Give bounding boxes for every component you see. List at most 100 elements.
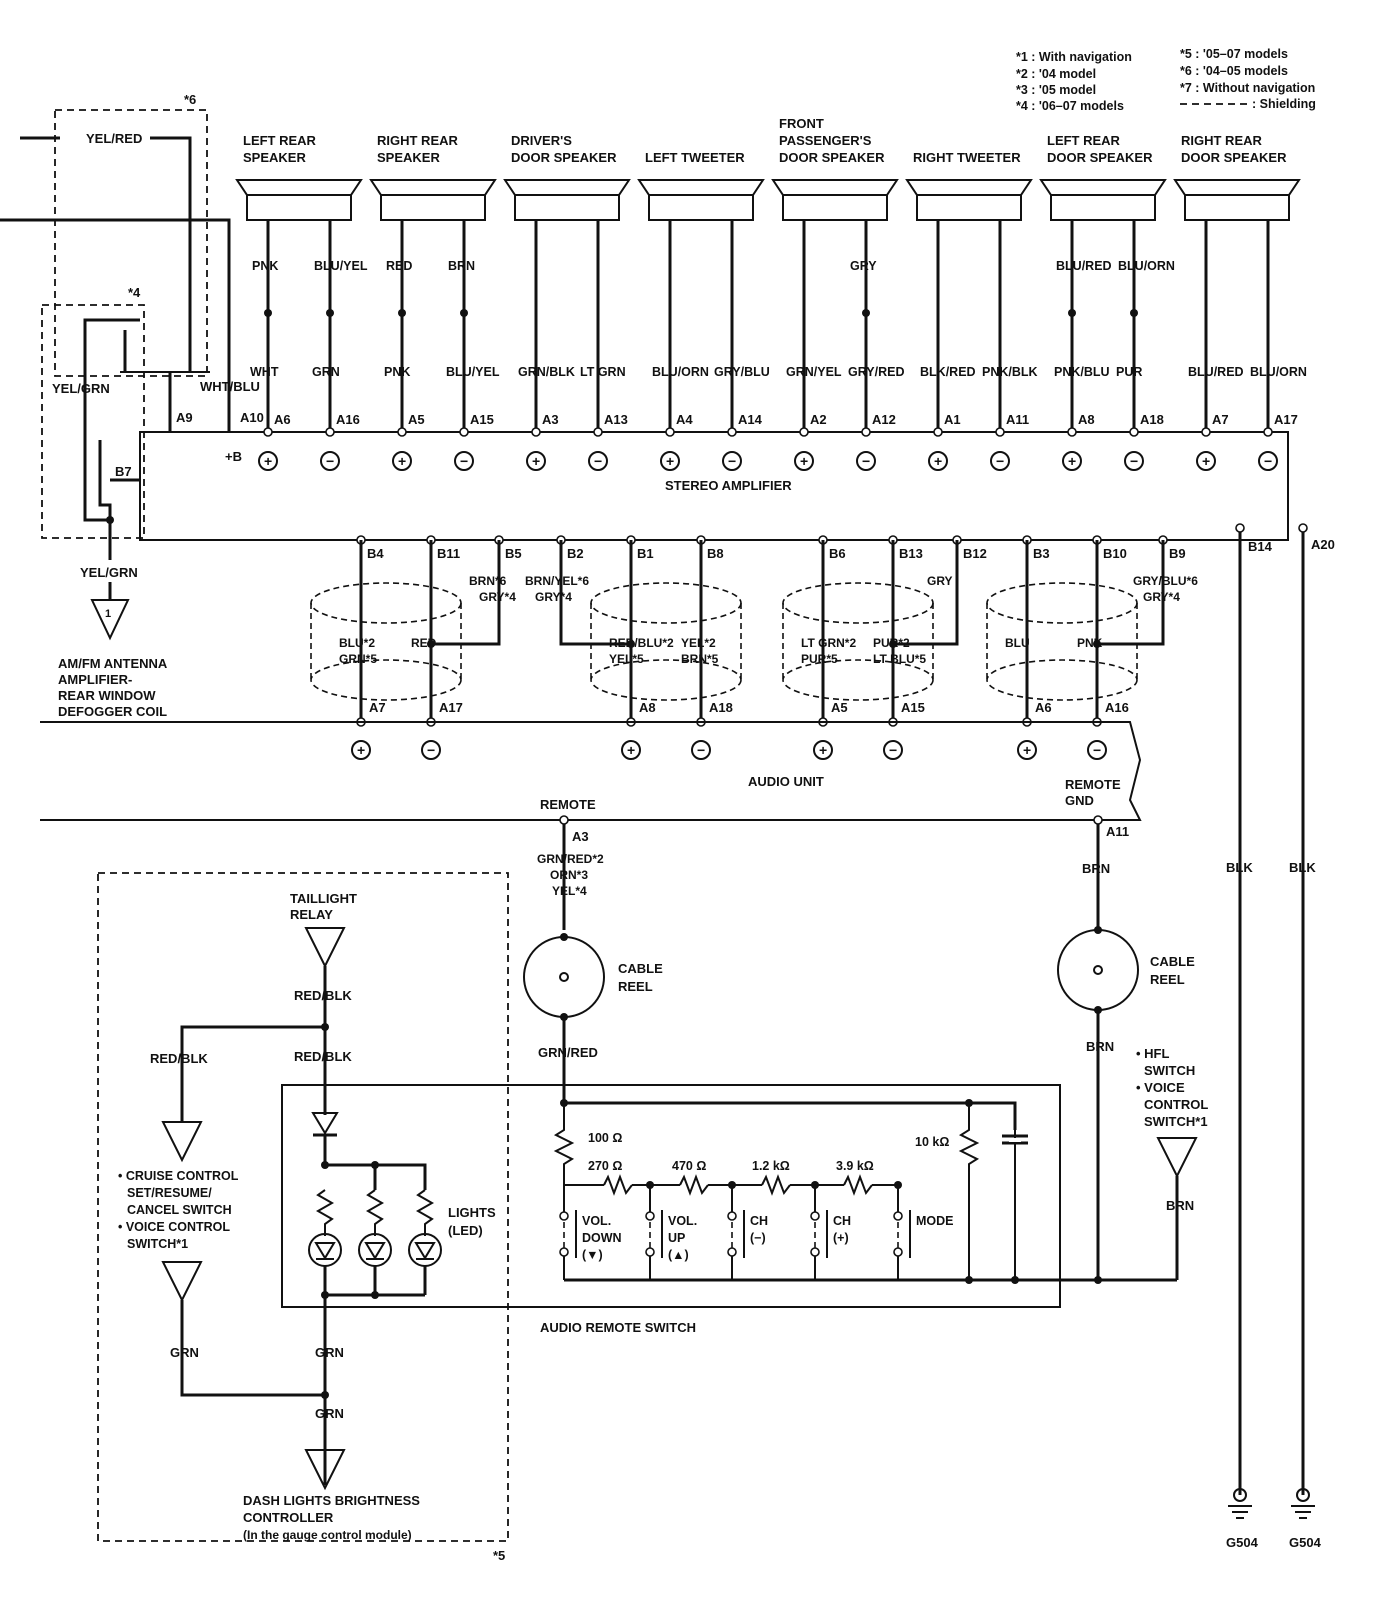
switch-label-b-4: (+) <box>833 1231 849 1245</box>
ground-g504-1-ring <box>1233 1488 1247 1502</box>
audio-unit-box <box>40 721 1142 821</box>
speaker-magnet-6 <box>916 194 1022 221</box>
audio-remote-switch-box <box>281 1084 1061 1308</box>
audio-polarity-minus-1: − <box>427 742 435 758</box>
pair-label-w2-1: RED <box>411 636 437 650</box>
polarity-ring-5-1 <box>794 451 814 471</box>
wire-label-grn-1: GRN <box>170 1345 199 1360</box>
note-3: *3 : '05 model <box>1016 83 1096 97</box>
wire-label-grn-2: GRN <box>315 1345 344 1360</box>
switch-contact-bottom-3 <box>727 1247 737 1257</box>
audio-polarity-ring-b-4 <box>1087 740 1107 760</box>
terminal-top-1-2 <box>325 427 335 437</box>
pair-label-ext-2: BRN/YEL*6 <box>525 574 589 588</box>
speaker-label-2-4: LEFT TWEETER <box>645 150 745 165</box>
terminal-bottom-label-3: B5 <box>505 546 522 561</box>
audio-terminal-label-a-3: A5 <box>831 700 848 715</box>
label-b7: B7 <box>115 464 132 479</box>
pair-label-w1-1: BLU*2 <box>339 636 375 650</box>
switch-label-b-3: (−) <box>750 1231 766 1245</box>
polarity-ring-1-2 <box>320 451 340 471</box>
hfl-label-3: • VOICE <box>1136 1080 1185 1095</box>
wire-label-grn-red: GRN/RED <box>538 1045 598 1060</box>
star6-label: *6 <box>184 92 196 107</box>
terminal-top-2-2 <box>459 427 469 437</box>
polarity-ring-2-1 <box>392 451 412 471</box>
speaker-magnet-1 <box>246 194 352 221</box>
antenna-label-2: AMPLIFIER- <box>58 672 132 687</box>
audio-polarity-ring-a-2 <box>621 740 641 760</box>
resistor-3-9k <box>843 1174 873 1196</box>
pair-shield-drain-2 <box>559 540 631 646</box>
antenna-label-3: REAR WINDOW <box>58 688 156 703</box>
polarity-sign-7-2: − <box>1130 453 1138 469</box>
terminal-label-a20: A20 <box>1311 537 1335 552</box>
polarity-ring-2-2 <box>454 451 474 471</box>
terminal-top-6-2 <box>995 427 1005 437</box>
junction-10k-bottom <box>965 1276 973 1284</box>
pair-shield-junction-1 <box>427 640 435 648</box>
speaker-cone-5 <box>771 179 899 196</box>
star5-label: *5 <box>493 1548 505 1563</box>
wire-label-top-1-1: PNK <box>252 259 278 273</box>
audio-terminal-label-a-2: A8 <box>639 700 656 715</box>
led-resistor-1 <box>315 1189 335 1236</box>
switch-contact-top-1 <box>559 1211 569 1221</box>
cable-reel-left-label-1: CABLE <box>618 961 663 976</box>
polarity-ring-3-1 <box>526 451 546 471</box>
speaker-label-1-8: RIGHT REAR <box>1181 133 1263 148</box>
wire-label-bot-2-2: BLU/YEL <box>446 365 500 379</box>
led-circle-1 <box>308 1233 342 1267</box>
led-circle-3 <box>408 1233 442 1267</box>
pair-label-w2-4: PNK <box>1077 636 1103 650</box>
speaker-label-2-3: DOOR SPEAKER <box>511 150 617 165</box>
switch-contact-bottom-4 <box>810 1247 820 1257</box>
terminal-bottom-label-1: B4 <box>367 546 384 561</box>
junction-b7 <box>106 516 114 524</box>
hfl-label-1: • HFL <box>1136 1046 1169 1061</box>
audio-terminal-label-b-3: A15 <box>901 700 925 715</box>
resistor-10k <box>958 1103 980 1280</box>
terminal-top-4-1 <box>665 427 675 437</box>
resistor-1-2k-label: 1.2 kΩ <box>752 1159 790 1173</box>
wire-label-a20-blk: BLK <box>1289 860 1316 875</box>
audio-polarity-plus-3: + <box>819 742 827 758</box>
switch-label-a-5: MODE <box>916 1214 954 1228</box>
pair-label-w1b-2: YEL*5 <box>609 652 644 666</box>
resistor-270 <box>603 1174 633 1196</box>
wire-label-bot-4-1: BLU/ORN <box>652 365 709 379</box>
wire-label-bot-8-2: BLU/ORN <box>1250 365 1307 379</box>
pair-label-w1-2: RED/BLU*2 <box>609 636 674 650</box>
hfl-brn-label: BRN <box>1166 1198 1194 1213</box>
stereo-amplifier-label: STEREO AMPLIFIER <box>665 478 792 493</box>
speaker-magnet-8 <box>1184 194 1290 221</box>
audio-polarity-plus-2: + <box>627 742 635 758</box>
remote-gnd-label-2: GND <box>1065 793 1094 808</box>
polarity-sign-8-2: − <box>1264 453 1272 469</box>
cable-reel-right-label-2: REEL <box>1150 972 1185 987</box>
terminal-label-6-1: A1 <box>944 412 961 427</box>
cruise-label-4: • VOICE CONTROL <box>118 1220 230 1234</box>
wire-splice-1-1 <box>264 309 272 317</box>
pair-label-w1b-3: PUR*5 <box>801 652 838 666</box>
terminal-bottom-label-4: B2 <box>567 546 584 561</box>
wire-red-blk-branch <box>180 1025 325 1122</box>
wire-splice-5-2 <box>862 309 870 317</box>
wire-label-red-blk-1: RED/BLK <box>294 988 352 1003</box>
switch-contact-top-4 <box>810 1211 820 1221</box>
wire-label-grn-3: GRN <box>315 1406 344 1421</box>
remote-label: REMOTE <box>540 797 596 812</box>
diode-triangle <box>311 1112 339 1135</box>
cable-reel-left-center <box>559 972 569 982</box>
led-triangle-1 <box>314 1242 336 1260</box>
shield-top-2 <box>590 582 742 624</box>
speaker-label-2-8: DOOR SPEAKER <box>1181 150 1287 165</box>
wire-label-brn-top: BRN <box>1082 861 1110 876</box>
label-a11-audio: A11 <box>1106 824 1129 839</box>
wire-label-b14-blk: BLK <box>1226 860 1253 875</box>
terminal-bottom-label-11: B10 <box>1103 546 1127 561</box>
cruise-connector-triangle-bottom <box>161 1261 203 1303</box>
pair-label-w1b-1: GRN*5 <box>339 652 377 666</box>
polarity-ring-1-1 <box>258 451 278 471</box>
resistor-470-label: 470 Ω <box>672 1159 706 1173</box>
